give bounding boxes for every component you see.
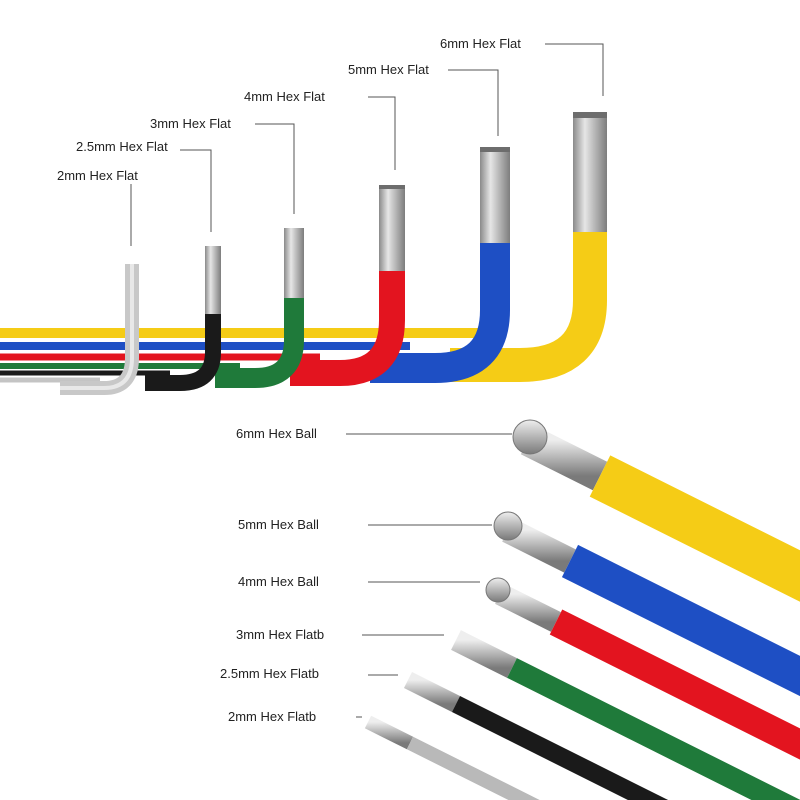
label-3mm-hex-flatb: 3mm Hex Flatb: [236, 627, 325, 642]
label-6mm-hex-flat: 6mm Hex Flat: [440, 36, 521, 51]
key-5mm-tip: [480, 147, 510, 243]
key-4mm-tip: [379, 185, 405, 271]
ball-key-5mm: [493, 511, 800, 697]
key-2-5mm-bend: [145, 312, 221, 391]
key-2mm-highlight: [60, 264, 134, 390]
key-5mm-tip-end: [480, 147, 510, 152]
key-4mm-tip-end: [379, 185, 405, 189]
key-6mm-tip-end: [573, 112, 607, 118]
key-3mm-bend: [215, 296, 304, 388]
label-6mm-hex-ball: 6mm Hex Ball: [236, 426, 317, 441]
key-5mm-bend: [370, 240, 510, 383]
key-3mm-tip: [284, 228, 304, 298]
key-6mm-bend: [450, 230, 607, 382]
ball-key-4mm: [485, 577, 800, 760]
label-4mm-hex-flat: 4mm Hex Flat: [244, 89, 325, 104]
label-2mm-hex-flat: 2mm Hex Flat: [57, 168, 138, 183]
ball-key-2mm-flatb: [364, 715, 540, 800]
key-2-5mm-tip: [205, 246, 221, 314]
label-3mm-hex-flat: 3mm Hex Flat: [150, 116, 231, 131]
key-6mm-tip: [573, 112, 607, 232]
key-2mm-bend: [60, 264, 139, 395]
ball-key-6mm: [512, 419, 800, 602]
bottom-callout-lines: [346, 433, 512, 718]
label-2mm-hex-flatb: 2mm Hex Flatb: [228, 709, 317, 724]
label-5mm-hex-ball: 5mm Hex Ball: [238, 517, 319, 532]
label-2-5mm-hex-flat: 2.5mm Hex Flat: [76, 139, 168, 154]
ball-key-2-5mm-flatb: [403, 671, 669, 800]
label-5mm-hex-flat: 5mm Hex Flat: [348, 62, 429, 77]
label-2-5mm-hex-flatb: 2.5mm Hex Flatb: [220, 666, 319, 681]
label-4mm-hex-ball: 4mm Hex Ball: [238, 574, 319, 589]
ball-key-3mm-flatb: [451, 630, 800, 800]
top-callout-lines: [130, 43, 604, 246]
key-4mm-bend: [290, 270, 405, 386]
